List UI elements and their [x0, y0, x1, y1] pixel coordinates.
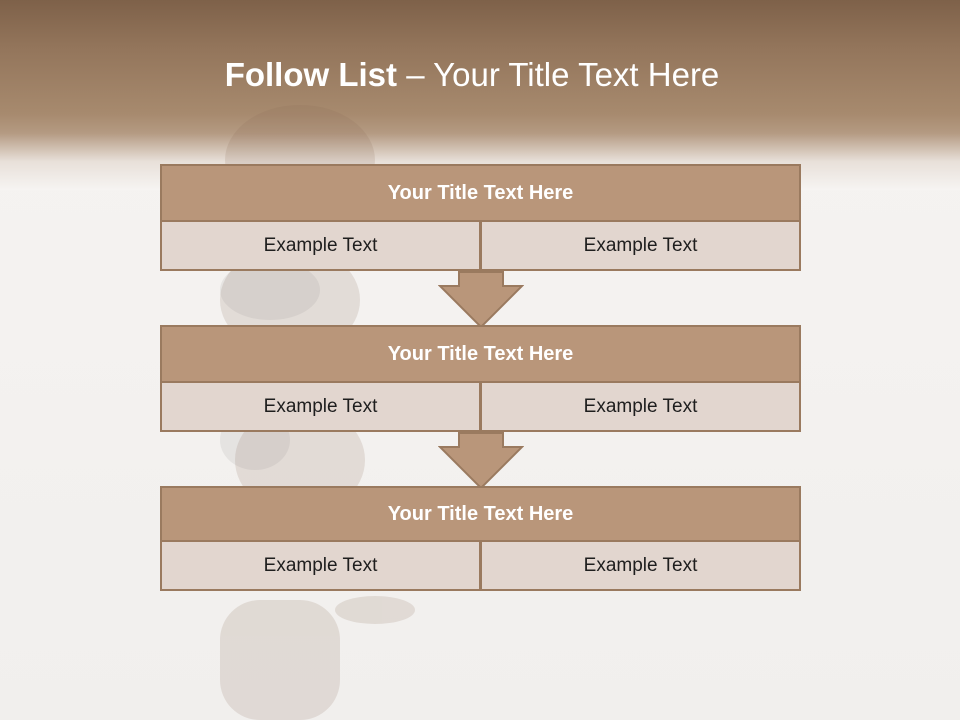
title-strong: Follow List — [224, 56, 398, 93]
down-arrow-icon — [438, 271, 524, 329]
list-block-2: Your Title Text Here Example Text Exampl… — [160, 325, 801, 433]
block-title: Your Title Text Here — [160, 164, 801, 222]
block-cell-right: Example Text — [480, 222, 801, 271]
down-arrow-icon — [438, 432, 524, 490]
title-rest: – Your Title Text Here — [397, 56, 720, 93]
block-title: Your Title Text Here — [160, 325, 801, 383]
list-block-1: Your Title Text Here Example Text Exampl… — [160, 164, 801, 272]
block-title: Your Title Text Here — [160, 486, 801, 542]
block-cell-left: Example Text — [160, 222, 481, 271]
block-cell-left: Example Text — [160, 383, 481, 432]
block-cell-right: Example Text — [480, 542, 801, 591]
block-cell-right: Example Text — [480, 383, 801, 432]
slide-title: Follow List – Your Title Text Here — [0, 56, 944, 94]
list-block-3: Your Title Text Here Example Text Exampl… — [160, 486, 801, 593]
header-band — [0, 0, 960, 190]
block-cell-left: Example Text — [160, 542, 481, 591]
